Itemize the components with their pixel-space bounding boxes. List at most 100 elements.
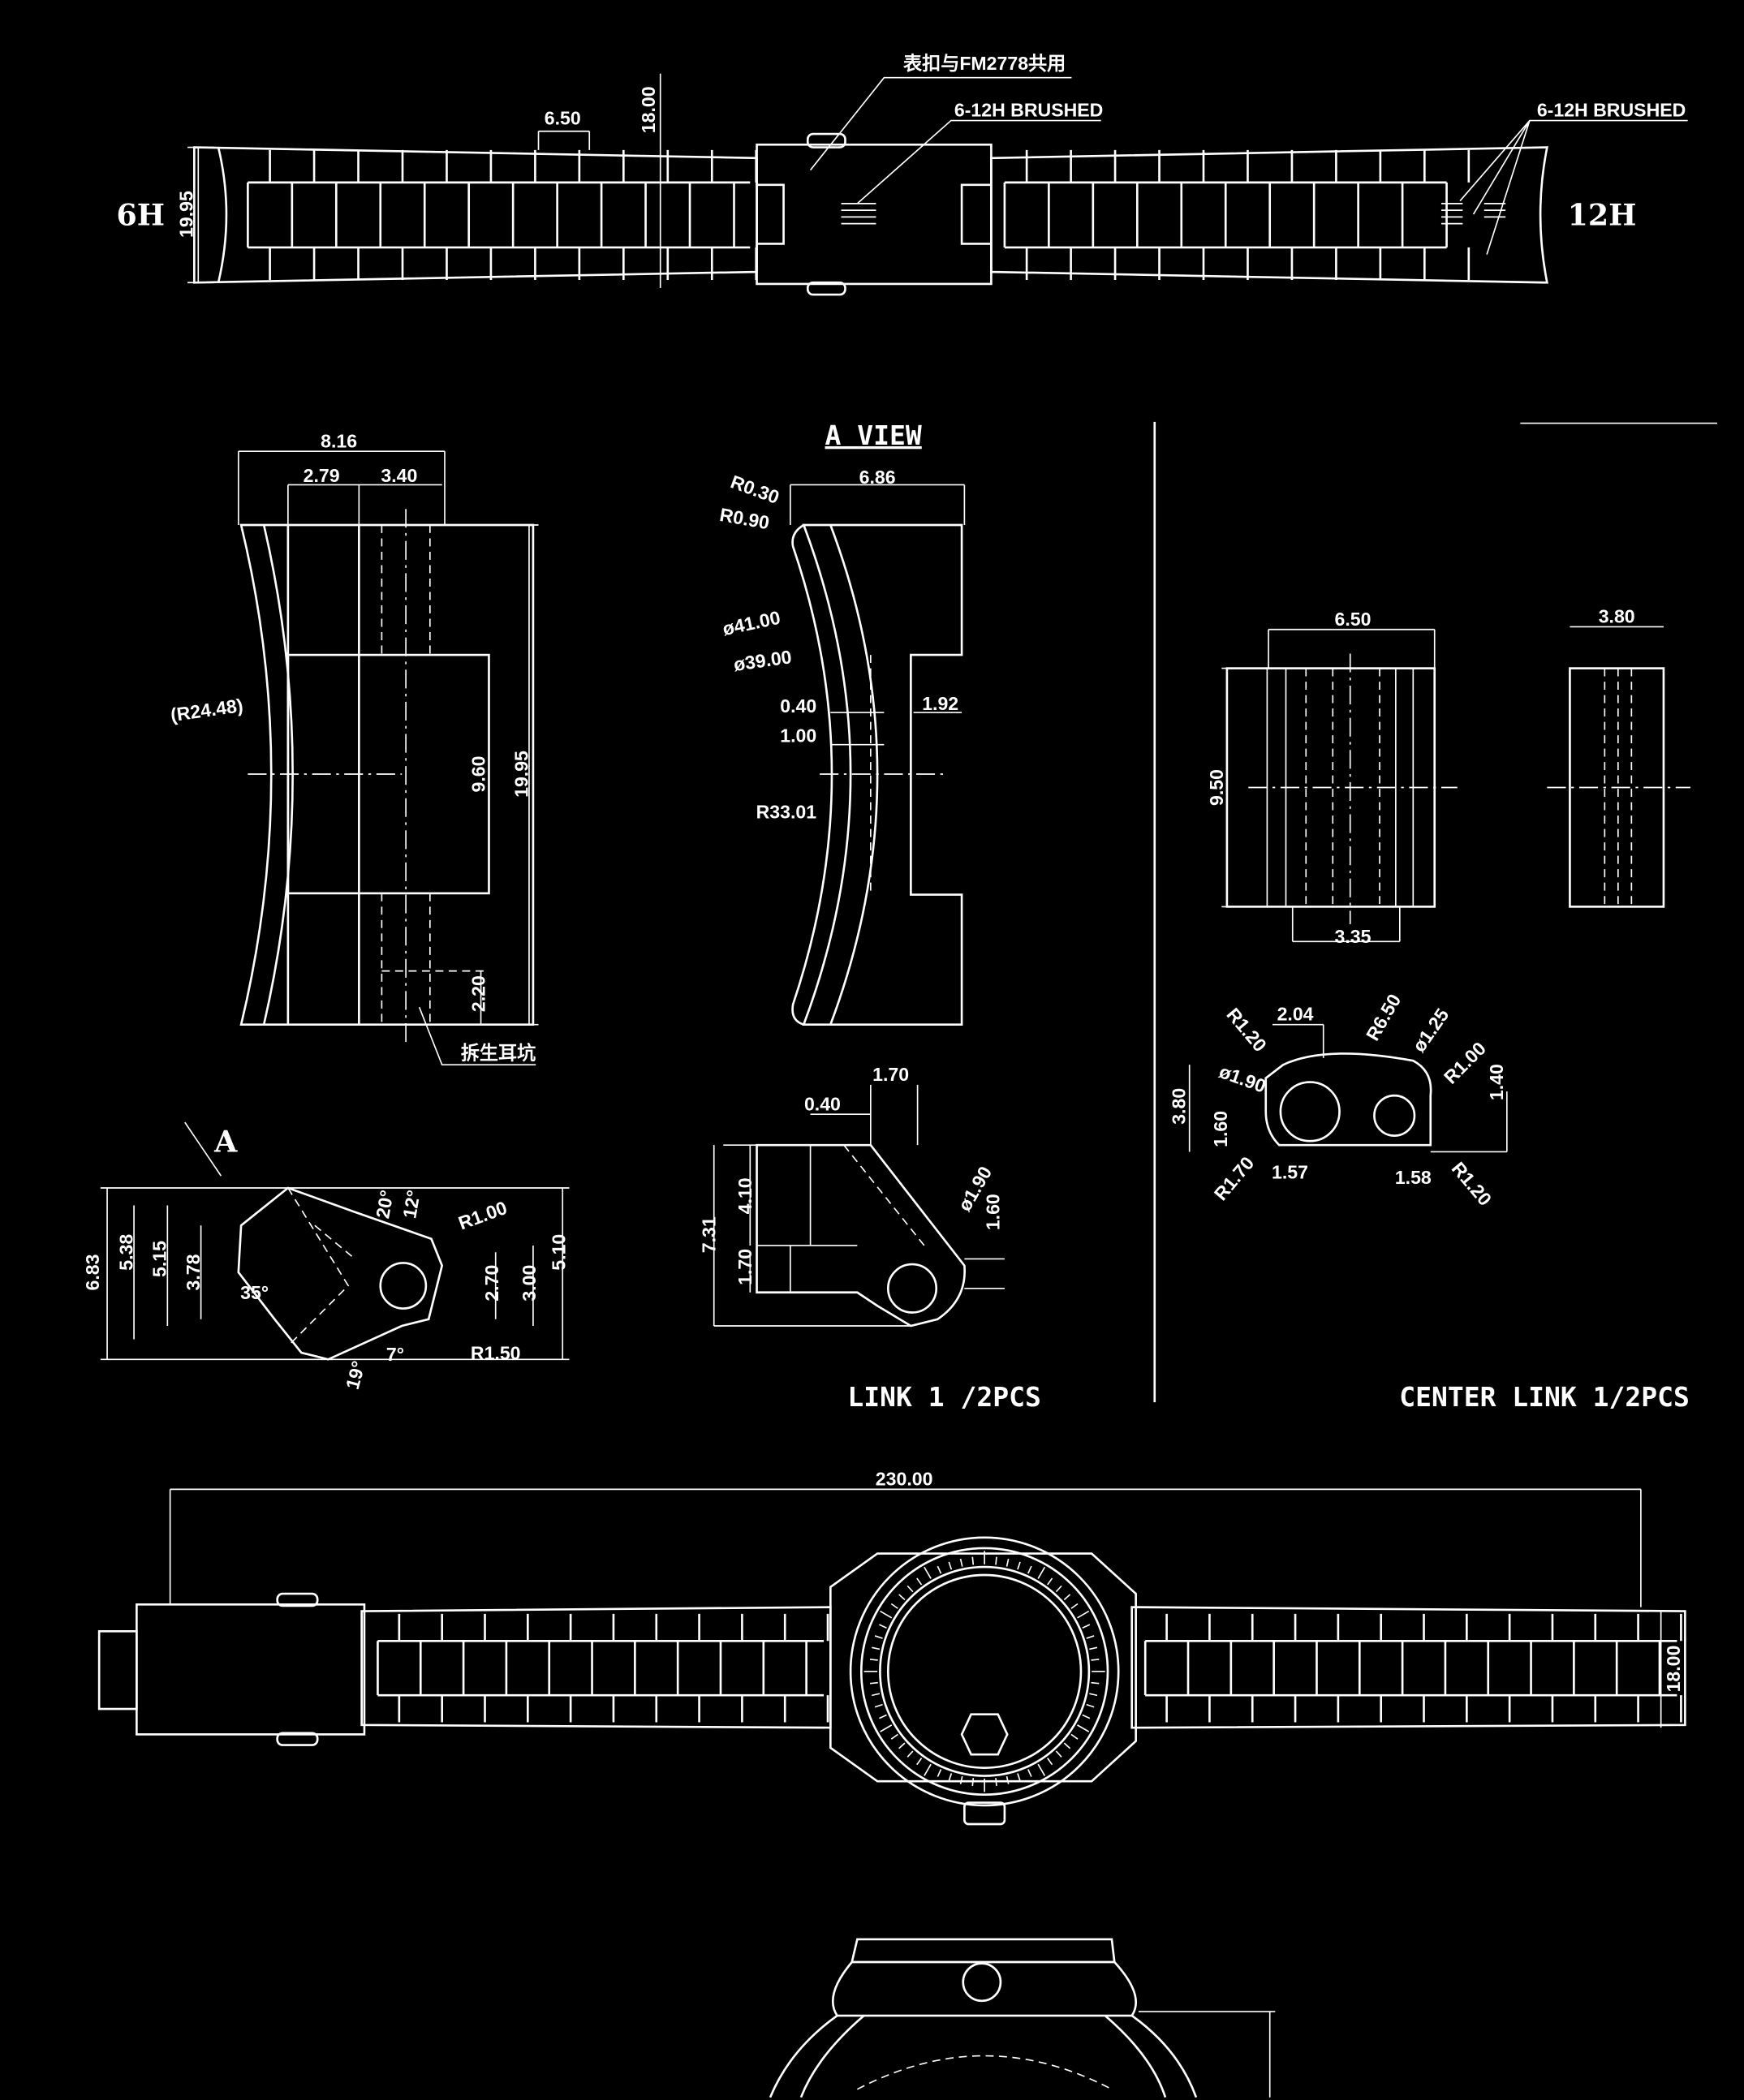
- angle-12: 12°: [398, 1189, 424, 1220]
- bezel-tick: [937, 1565, 942, 1574]
- leader-clasp-note: [809, 76, 1072, 171]
- label-12h: 12H: [1568, 197, 1637, 232]
- bezel-tick: [1017, 1773, 1021, 1782]
- dim-center: 18.00: [638, 86, 659, 133]
- dim-hole: 2.20: [468, 975, 489, 1012]
- side-case: [831, 1961, 1137, 2017]
- link1-section-dim-lines: [713, 1084, 1005, 1327]
- bezel-tick: [872, 1646, 881, 1650]
- bezel-tick: [874, 1635, 883, 1639]
- center-link-profile-dims: [1188, 1023, 1508, 1153]
- clasp: [756, 143, 993, 286]
- dim-d2: ø39.00: [732, 646, 793, 675]
- dim-a: 2.79: [304, 465, 340, 486]
- bezel-tick: [1091, 1659, 1100, 1661]
- link1-center-lines: [248, 509, 407, 1045]
- dim-300: 3.00: [519, 1265, 540, 1302]
- bezel-tick: [1047, 1758, 1053, 1766]
- bezel-outer: [849, 1536, 1120, 1807]
- dim-160: 1.60: [1210, 1111, 1231, 1147]
- dim-r170: R1.70: [1210, 1152, 1259, 1204]
- bezel-tick: [1037, 1566, 1046, 1579]
- dim-r3: R33.01: [756, 801, 817, 822]
- bezel-tick: [1089, 1646, 1098, 1650]
- bezel-tick: [959, 1775, 963, 1784]
- label-6h: 6H: [117, 197, 166, 232]
- bezel-tick: [1047, 1577, 1053, 1586]
- bezel-tick: [872, 1693, 881, 1697]
- dim-380b: 3.80: [1169, 1088, 1190, 1125]
- dim-040: 0.40: [780, 695, 816, 716]
- bezel-tick: [937, 1769, 942, 1777]
- center-link-caption: CENTER LINK 1/2PCS: [1399, 1381, 1690, 1413]
- dim-link: 6.50: [545, 107, 581, 128]
- bezel-tick: [898, 1742, 906, 1749]
- bezel-tick: [971, 1778, 975, 1787]
- full-dim-lines: [169, 1488, 1662, 1728]
- bezel-tick: [1077, 1724, 1090, 1732]
- side-band: [769, 2014, 1198, 2098]
- dim-radius: (R24.48): [169, 695, 244, 725]
- dim-r1: R0.30: [728, 471, 782, 508]
- bezel-tick: [880, 1724, 893, 1732]
- clasp-note: 表扣与FM2778共用: [903, 53, 1066, 74]
- full-clasp-button-top: [276, 1592, 319, 1607]
- bezel-tick: [1086, 1635, 1095, 1639]
- dim-total: 8.16: [321, 430, 357, 451]
- bezel-tick: [1089, 1693, 1098, 1697]
- link1-dim-lines: [237, 450, 539, 1026]
- dim-538: 5.38: [115, 1234, 136, 1271]
- bezel-tick: [869, 1681, 878, 1685]
- dim-170b: 1.70: [734, 1249, 756, 1285]
- dim-170a: 1.70: [872, 1064, 909, 1085]
- top-link-grid: [247, 149, 1471, 280]
- bezel-tick: [1086, 1703, 1095, 1708]
- link1-outline: [239, 523, 535, 1026]
- link1-side-outline: [237, 1186, 444, 1361]
- full-link-grid: [377, 1613, 1682, 1723]
- bezel-tick: [1070, 1603, 1079, 1609]
- bracelet-right-outline: [990, 146, 1548, 284]
- dim-160: 1.60: [982, 1194, 1003, 1230]
- link1-section-inner: [756, 1145, 858, 1293]
- band-left: [360, 1606, 832, 1729]
- side-crown: [962, 1962, 1002, 2003]
- date-window: [960, 1713, 1009, 1756]
- bezel-tick: [1055, 1585, 1062, 1593]
- dim-380a: 3.80: [1599, 605, 1635, 626]
- bezel-tick: [1063, 1742, 1071, 1749]
- bezel-tick: [1027, 1565, 1032, 1574]
- dim-r150: R1.50: [471, 1342, 521, 1363]
- center-link-views: 6.50 3.80 9.50 3.35 R1.20 2.04 R6.50 ø1.…: [1169, 605, 1690, 1413]
- dim-683: 6.83: [82, 1254, 103, 1290]
- dim-040: 0.40: [804, 1093, 841, 1114]
- bezel-tick: [924, 1566, 932, 1579]
- bezel-tick: [874, 1703, 883, 1708]
- angle-35: 35°: [240, 1282, 269, 1303]
- dim-157: 1.57: [1272, 1161, 1308, 1182]
- dim-650: 6.50: [1335, 609, 1372, 630]
- link1-caption: LINK 1 /2PCS: [847, 1381, 1040, 1413]
- bezel-tick: [995, 1778, 997, 1787]
- bezel-tick: [906, 1585, 914, 1593]
- center-link-dim-lines: [1221, 626, 1664, 943]
- a-view-title: A VIEW: [825, 420, 922, 451]
- link1-section-outline: [756, 1143, 966, 1328]
- bezel-tick: [1082, 1714, 1091, 1719]
- angle-19: 19°: [342, 1358, 369, 1391]
- bezel-mid: [859, 1547, 1109, 1797]
- link1-side-hidden: [287, 1187, 355, 1347]
- top-bracelet-view: 表扣与FM2778共用 6-12H BRUSHED 6-12H BRUSHED …: [117, 53, 1688, 296]
- clasp-button-bottom: [806, 281, 846, 296]
- brushed-marks: [841, 203, 1506, 225]
- a-view-outline: [802, 523, 963, 1026]
- a-view-dim-lines: [789, 484, 966, 746]
- dim-192: 1.92: [922, 693, 958, 714]
- dim-line-width: [187, 146, 215, 284]
- dim-158: 1.58: [1395, 1167, 1432, 1188]
- center-link-profile: [1264, 1052, 1432, 1147]
- bezel-tick: [948, 1561, 953, 1570]
- dim-r120b: R1.20: [1448, 1158, 1496, 1210]
- dim-950: 9.50: [1206, 769, 1227, 806]
- bezel-tick: [916, 1577, 923, 1586]
